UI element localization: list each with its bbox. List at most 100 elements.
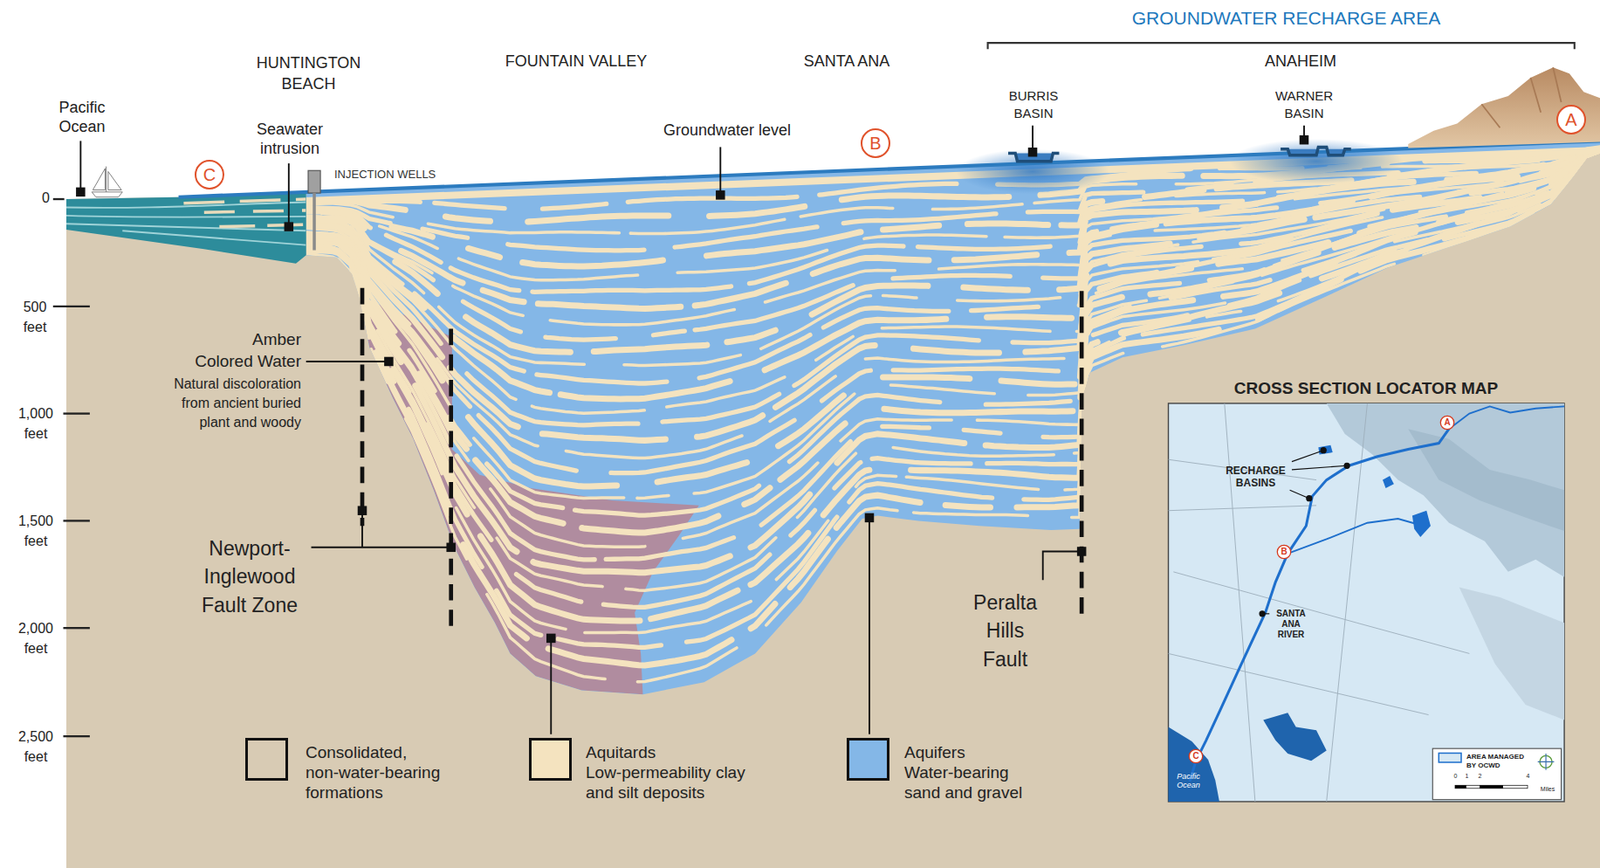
label-text: Amber Colored Water bbox=[192, 329, 302, 372]
illustration-part bbox=[1326, 403, 1565, 577]
illustration-part bbox=[1455, 784, 1528, 789]
label-box: 1,000 feet bbox=[14, 403, 57, 444]
label-text: ANAHEIM bbox=[1263, 52, 1338, 72]
depth-ticks bbox=[53, 199, 90, 736]
label-box: SANTA ANA bbox=[803, 52, 891, 72]
recharge-glow bbox=[1229, 138, 1404, 184]
leader-dots bbox=[75, 135, 1309, 643]
label-text: Groundwater level bbox=[662, 121, 792, 141]
circle-shape bbox=[195, 160, 224, 189]
label-box: GROUNDWATER RECHARGE AREA bbox=[1131, 6, 1442, 29]
label-box: SANTA ANA RIVER bbox=[1273, 608, 1309, 640]
illustration-part bbox=[1189, 428, 1449, 781]
circle-marker: A bbox=[1439, 414, 1456, 431]
illustration-part bbox=[105, 166, 107, 193]
label-text: Seawater intrusion bbox=[250, 120, 330, 158]
locator-map-art bbox=[1168, 403, 1566, 802]
illustration-part bbox=[61, 223, 307, 231]
circle-letter: A bbox=[1565, 110, 1577, 129]
illustration-part bbox=[62, 734, 90, 737]
label-box: Peralta Hills Fault bbox=[968, 588, 1043, 673]
illustration-part bbox=[1263, 712, 1326, 761]
label-box: 2,500 feet bbox=[14, 726, 57, 767]
label-box: FOUNTAIN VALLEY bbox=[504, 52, 648, 72]
illustration-part bbox=[549, 638, 552, 735]
label-box: 2,000 feet bbox=[14, 618, 57, 659]
illustration-part bbox=[1344, 462, 1350, 468]
illustration-part bbox=[360, 288, 365, 526]
label-box: BURRIS BASIN bbox=[1002, 87, 1065, 122]
label-text: HUNTINGTON BEACH bbox=[249, 52, 368, 96]
illustration-part bbox=[446, 542, 456, 553]
label-box: WARNER BASIN bbox=[1269, 87, 1340, 122]
illustration-part bbox=[92, 168, 105, 191]
illustration-part bbox=[1287, 518, 1423, 554]
illustration-part bbox=[53, 305, 90, 308]
circle-letter: A bbox=[1443, 418, 1450, 427]
label-box: Miles bbox=[1539, 785, 1556, 793]
illustration-part bbox=[61, 215, 307, 218]
leader-lines bbox=[80, 125, 1305, 735]
illustration-part bbox=[1173, 571, 1470, 654]
illustration-part bbox=[311, 510, 452, 548]
label-text: 0 bbox=[41, 189, 50, 207]
label-text: 2,000 feet bbox=[14, 618, 57, 659]
circle-letter: B bbox=[869, 134, 881, 152]
label-box: 0 bbox=[41, 189, 50, 207]
legend-text: Aquifers bbox=[904, 742, 967, 763]
illustration-part bbox=[1028, 147, 1038, 158]
label-box: Natural discoloration from ancient burie… bbox=[165, 374, 302, 433]
illustration-part bbox=[62, 519, 90, 522]
illustration-part bbox=[108, 171, 122, 190]
illustration-part bbox=[1412, 510, 1431, 537]
illustration-part bbox=[1438, 752, 1462, 763]
label-text: Peralta Hills Fault bbox=[968, 588, 1043, 673]
label-box: 2 bbox=[1477, 772, 1483, 780]
label-text: RECHARGE BASINS bbox=[1222, 464, 1289, 490]
illustration-part bbox=[546, 633, 557, 644]
label-box: Consolidated, non-water-bearing formatio… bbox=[305, 742, 444, 803]
legend-swatch bbox=[528, 737, 572, 781]
illustration-part bbox=[183, 199, 306, 204]
illustration-part bbox=[1224, 403, 1256, 802]
illustration-part bbox=[75, 187, 86, 198]
locator-map: CROSS SECTION LOCATOR MAPABC bbox=[1167, 373, 1565, 802]
illustration-part bbox=[79, 140, 82, 192]
label-box: RECHARGE BASINS bbox=[1222, 464, 1289, 490]
label-box: INJECTION WELLS bbox=[334, 167, 438, 182]
illustration-part bbox=[1168, 652, 1429, 715]
label-text: 1,500 feet bbox=[14, 510, 57, 551]
label-text: FOUNTAIN VALLEY bbox=[504, 52, 648, 72]
label-box: 4 bbox=[1525, 772, 1531, 780]
illustration-part bbox=[868, 517, 871, 735]
illustration-part bbox=[715, 190, 726, 200]
warner-basin bbox=[1280, 146, 1352, 155]
illustration-part bbox=[719, 146, 722, 195]
label-text: Miles bbox=[1539, 785, 1556, 793]
label-text: 2 bbox=[1477, 772, 1483, 780]
circle-letter: C bbox=[1192, 751, 1199, 761]
fault-lines bbox=[362, 288, 1082, 633]
sailboat bbox=[91, 166, 123, 198]
consolidated-ground bbox=[66, 140, 1600, 868]
illustration-part bbox=[1306, 495, 1312, 502]
illustration-part bbox=[1432, 748, 1561, 799]
recharge-bracket bbox=[988, 42, 1575, 49]
circle-shape bbox=[1440, 415, 1454, 429]
illustration-part bbox=[122, 230, 306, 245]
illustration-part bbox=[1299, 135, 1310, 145]
label-text: SANTA ANA RIVER bbox=[1273, 608, 1309, 640]
label-box: 1 bbox=[1464, 772, 1470, 780]
illustration-part bbox=[1168, 505, 1318, 511]
label-text: 1,000 feet bbox=[14, 403, 57, 444]
illustration-part bbox=[1168, 403, 1566, 802]
label-text: Natural discoloration from ancient burie… bbox=[165, 374, 302, 433]
label-text: WARNER BASIN bbox=[1269, 87, 1340, 122]
illustration-part bbox=[1291, 450, 1324, 462]
illustration-part bbox=[1479, 784, 1504, 789]
illustration-part bbox=[1448, 405, 1565, 429]
mountains bbox=[1407, 67, 1600, 148]
mountain-ridge bbox=[1481, 67, 1561, 128]
illustration-part bbox=[1318, 445, 1333, 455]
label-box: Pacific Ocean bbox=[1173, 771, 1204, 790]
